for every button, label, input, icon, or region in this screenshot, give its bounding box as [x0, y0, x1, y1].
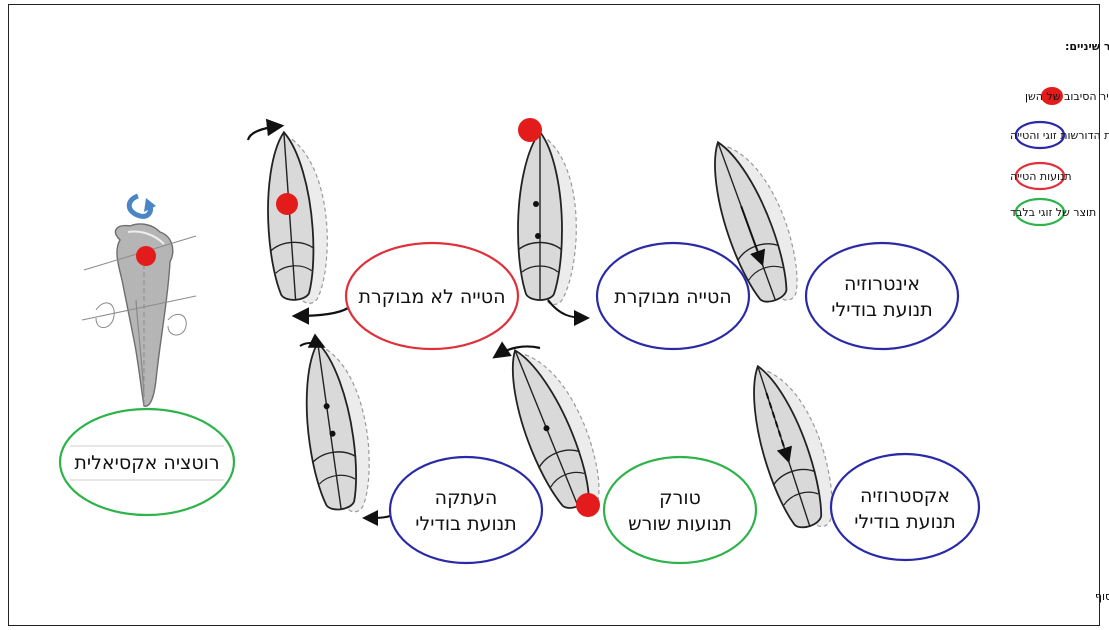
controlled-tipping-label: הטייה מבוקרת	[614, 286, 731, 308]
ellipse-translation: העתקה תנועת בודילי	[390, 457, 542, 563]
ellipse-torque: טורק תנועות שורש	[604, 457, 756, 563]
legend-item-blue: תנועות הדורשות זוגי והטייה	[1010, 122, 1109, 148]
torque-label-line2: תנועות שורש	[628, 513, 732, 535]
extrusion-label-line1: אקסטרוזיה	[860, 485, 950, 507]
ellipse-controlled-tipping: הטייה מבוקרת	[597, 243, 749, 349]
legend-item-rotation-axis: ציר הסיבוב של השן	[1025, 87, 1109, 105]
legend-title: תנועות אפשריות ביישור שיניים:	[1065, 40, 1109, 53]
rotation-axis-dot	[576, 493, 600, 517]
ellipse-intrusion: אינטרוזיה תנועת בודילי	[806, 243, 958, 349]
uncontrolled-tipping-label: הטייה לא מבוקרת	[359, 286, 506, 308]
legend-label-red: תנועות הטייה	[1010, 170, 1072, 183]
extrusion-label-line2: תנועת בודילי	[854, 511, 956, 533]
tooth-controlled-tipping	[518, 132, 576, 305]
intrusion-label-line2: תנועת בודילי	[831, 299, 933, 321]
tooth-uncontrolled-tipping	[262, 130, 332, 306]
tooth-axial-rotation	[82, 196, 196, 406]
movement-arrow	[248, 126, 280, 140]
rotation-axis-dot	[518, 118, 542, 142]
movement-arrow	[296, 308, 348, 316]
ellipse-extrusion: אקסטרוזיה תנועת בודילי	[831, 454, 979, 560]
legend-item-red: תנועות הטייה	[1010, 163, 1072, 189]
intrusion-label-line1: אינטרוזיה	[844, 273, 920, 295]
legend-label-blue: תנועות הדורשות זוגי והטייה	[1010, 129, 1109, 142]
tooth-translation	[296, 338, 378, 517]
ellipse-axial-rotation: רוטציה אקסיאלית	[60, 409, 234, 515]
rotation-axis-dot	[276, 193, 298, 215]
movement-arrow	[366, 516, 390, 518]
legend-label-rotation-axis: ציר הסיבוב של השן	[1025, 90, 1109, 103]
legend-item-green: תוצר של זוגי בלבד	[1010, 199, 1096, 225]
axial-rotation-label: רוטציה אקסיאלית	[74, 452, 219, 474]
torque-label-line1: טורק	[659, 487, 701, 509]
translation-label-line1: העתקה	[435, 487, 498, 509]
rotation-axis-dot	[136, 246, 156, 266]
legend-label-green: תוצר של זוגי בלבד	[1010, 206, 1096, 219]
ellipse-uncontrolled-tipping: הטייה לא מבוקרת	[346, 243, 518, 349]
translation-label-line2: תנועת בודילי	[415, 513, 517, 535]
